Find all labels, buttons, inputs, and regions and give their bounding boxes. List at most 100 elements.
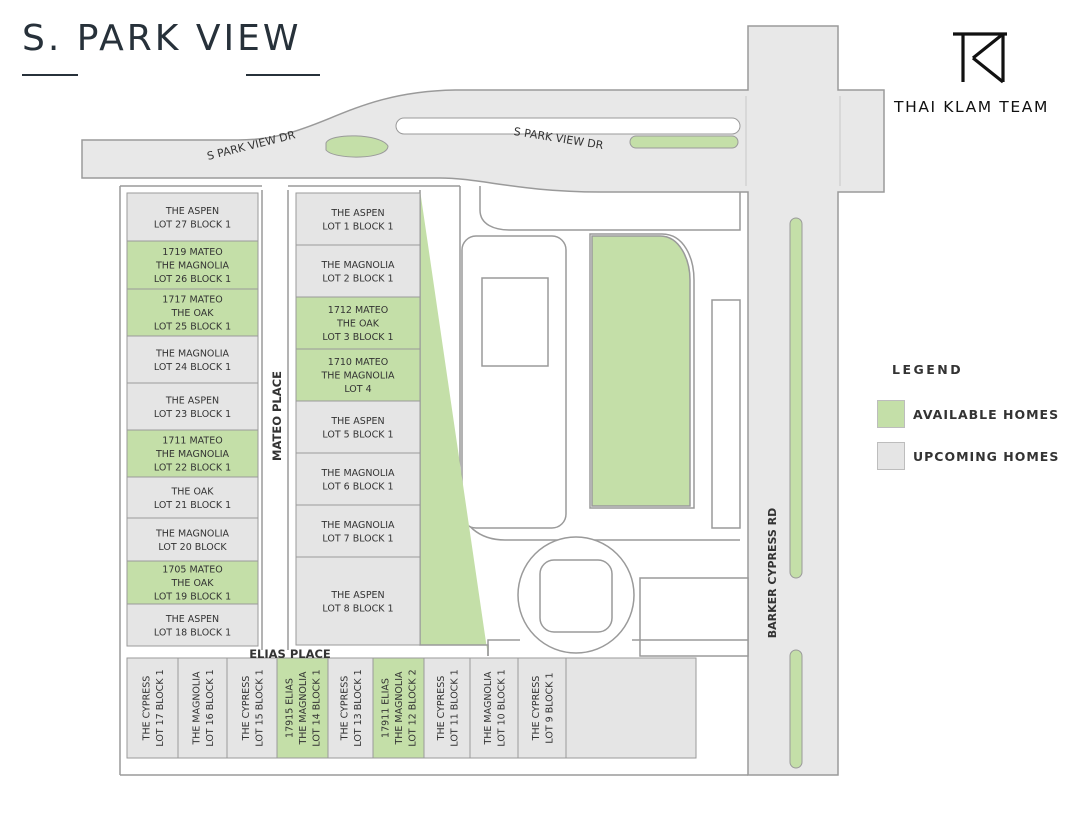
lot-label-line: THE MAGNOLIA <box>320 520 395 531</box>
lot-label-line: THE ASPEN <box>165 206 219 217</box>
east-lot-2[interactable]: 1712 MATEO THE OAK LOT 3 BLOCK 1 <box>295 296 421 350</box>
lot-label-line: LOT 9 BLOCK 1 <box>544 672 555 743</box>
lot-label-line: LOT 26 BLOCK 1 <box>154 274 231 285</box>
lot-parcel <box>126 560 259 605</box>
legend-swatch-upcoming <box>877 442 905 470</box>
lot-label-line: THE MAGNOLIA <box>483 671 494 746</box>
lot-label-line: THE OAK <box>170 578 214 589</box>
lot-label-line: 1711 MATEO <box>162 436 222 447</box>
lot-label-line: LOT 21 BLOCK 1 <box>154 500 231 511</box>
legend-label-upcoming: UPCOMING HOMES <box>913 448 1060 464</box>
lot-label-line: LOT 3 BLOCK 1 <box>322 332 393 343</box>
tk-monogram-logo <box>953 32 1007 84</box>
lot-label-line: 1710 MATEO <box>328 357 388 368</box>
page-title: S. PARK VIEW <box>22 18 302 59</box>
lot-parcel <box>517 657 567 759</box>
median-barker-north <box>789 217 803 579</box>
brand-name: THAI KLAM TEAM <box>894 98 1049 116</box>
lot-parcel <box>126 429 259 478</box>
title-underline-right <box>246 74 320 76</box>
lot-label-line: LOT 8 BLOCK 1 <box>322 603 393 614</box>
crosswalk-markings <box>745 96 841 186</box>
legend-label-available: AVAILABLE HOMES <box>913 406 1060 422</box>
lot-label-line: THE ASPEN <box>330 590 384 601</box>
lot-parcel <box>295 400 421 454</box>
lot-parcel <box>126 335 259 384</box>
lot-label-line: THE CYPRESS <box>436 676 447 742</box>
lot-label-line: LOT 25 BLOCK 1 <box>154 322 231 333</box>
lot-parcel <box>126 517 259 562</box>
lot-label-line: THE MAGNOLIA <box>191 671 202 746</box>
lot-label-line: 1712 MATEO <box>328 305 388 316</box>
lot-label-line: LOT 1 BLOCK 1 <box>322 221 393 232</box>
legend-title: LEGEND <box>892 362 964 377</box>
median-east <box>395 117 741 135</box>
lot-label-line: LOT 17 BLOCK 1 <box>155 669 166 746</box>
park-view-drive <box>81 25 885 776</box>
lot-label-line: THE MAGNOLIA <box>298 671 309 746</box>
lot-label-line: LOT 11 BLOCK 1 <box>449 669 460 746</box>
east-lot-7[interactable]: THE ASPEN LOT 8 BLOCK 1 <box>295 556 421 646</box>
lot-parcel <box>295 244 421 298</box>
title-underline-left <box>22 74 78 76</box>
west-lot-8[interactable]: 1705 MATEO THE OAK LOT 19 BLOCK 1 <box>126 560 259 605</box>
street-label-mateo: MATEO PLACE <box>270 371 284 461</box>
lot-label-line: 1705 MATEO <box>162 565 222 576</box>
lot-label-line: LOT 19 BLOCK 1 <box>154 592 231 603</box>
lot-label-line: THE CYPRESS <box>339 676 350 742</box>
lot-label-line: THE MAGNOLIA <box>155 528 230 539</box>
lot-parcel <box>295 452 421 506</box>
lot-parcel <box>295 556 421 646</box>
median-green-east <box>629 135 739 149</box>
lot-label-line: LOT 27 BLOCK 1 <box>154 219 231 230</box>
lot-label-line: LOT 22 BLOCK 1 <box>154 463 231 474</box>
lot-parcel <box>295 348 421 402</box>
lot-parcel <box>126 382 259 431</box>
west-lot-2[interactable]: 1717 MATEO THE OAK LOT 25 BLOCK 1 <box>126 288 259 337</box>
lot-parcel <box>126 288 259 337</box>
lot-label-line: 1717 MATEO <box>162 295 222 306</box>
lot-label-line: THE OAK <box>336 319 380 330</box>
lot-label-line: LOT 15 BLOCK 1 <box>254 669 265 746</box>
lot-label-line: THE ASPEN <box>330 208 384 219</box>
lot-label-line: LOT 24 BLOCK 1 <box>154 362 231 373</box>
lot-label-line: LOT 14 BLOCK 1 <box>312 669 323 746</box>
east-lot-0[interactable]: THE ASPEN LOT 1 BLOCK 1 <box>295 192 421 246</box>
lot-label-line: 17915 ELIAS <box>285 678 296 738</box>
lot-label-line: THE MAGNOLIA <box>320 371 395 382</box>
lot-parcel <box>295 192 421 246</box>
lot-label-line: THE OAK <box>170 308 214 319</box>
median-barker-south <box>789 649 803 769</box>
mateo-place-road <box>260 186 288 656</box>
lot-label-line: THE ASPEN <box>330 416 384 427</box>
west-lot-0[interactable]: THE ASPEN LOT 27 BLOCK 1 <box>126 192 259 242</box>
lot-label-line: LOT 6 BLOCK 1 <box>322 481 393 492</box>
legend-item-available: AVAILABLE HOMES <box>877 400 1059 428</box>
lot-parcel <box>126 603 259 647</box>
legend-item-upcoming: UPCOMING HOMES <box>877 442 1059 470</box>
